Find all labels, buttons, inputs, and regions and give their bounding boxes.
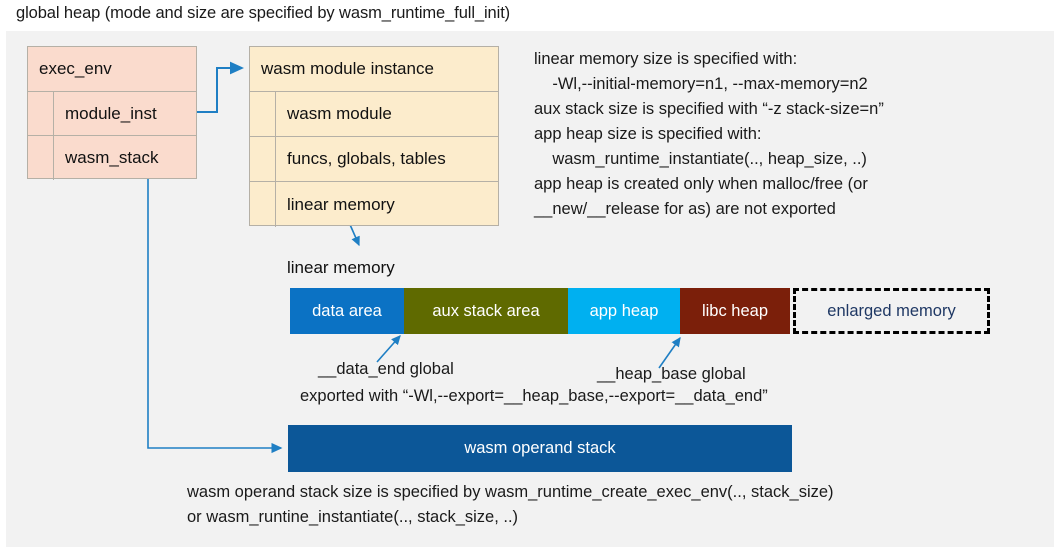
wasm-operand-stack-bar[interactable]: wasm operand stack [288,425,792,472]
mem-segment-label: app heap [589,301,659,320]
wasm-module-instance-header-row: wasm module instance [250,47,498,92]
funcs-globals-tables-label: funcs, globals, tables [287,149,446,168]
exec-env-header-row: exec_env [28,47,196,92]
wasm-operand-stack-label: wasm operand stack [464,439,616,457]
indent-spacer [28,136,54,180]
operand-stack-notes: wasm operand stack size is specified by … [187,483,834,526]
heap-base-global-label: __heap_base global [597,365,746,383]
wasm-module-instance-label: wasm module instance [261,59,434,78]
exec-env-box[interactable]: exec_env module_inst wasm_stack [27,46,197,180]
exec-env-row-wasm-stack[interactable]: wasm_stack [28,136,196,180]
indent-spacer [250,92,276,136]
mem-segment-label: aux stack area [432,301,540,320]
mem-segment-label: enlarged memory [827,301,956,320]
wasm-mi-row-funcs-globals-tables[interactable]: funcs, globals, tables [250,137,498,182]
mem-segment-label: data area [312,301,382,320]
indent-spacer [250,182,276,227]
arrow-module-inst-to-instance [185,61,244,113]
mem-segment-app-heap[interactable]: app heap [568,288,680,334]
module-inst-label: module_inst [65,103,157,123]
mem-segment-aux-stack-area[interactable]: aux stack area [404,288,568,334]
mem-segment-label: libc heap [701,301,769,320]
exec-env-label: exec_env [39,59,112,78]
linear-memory-bar: data area aux stack area app heap libc h… [290,288,990,334]
wasm-module-instance-box[interactable]: wasm module instance wasm module funcs, … [249,46,499,227]
wasm-mi-row-wasm-module[interactable]: wasm module [250,92,498,137]
wasm-module-label: wasm module [287,104,392,123]
indent-spacer [250,137,276,181]
mem-segment-libc-heap[interactable]: libc heap [680,288,790,334]
data-end-global-label: __data_end global [318,360,454,378]
linear-memory-label: linear memory [287,194,395,214]
arrow-data-end-global [376,335,401,363]
wasm-mi-row-linear-memory[interactable]: linear memory [250,182,498,227]
linear-memory-caption: linear memory [287,258,395,277]
arrow-wasm-stack-to-operand-stack [147,178,283,454]
memory-configuration-notes: linear memory size is specified with: -W… [534,50,884,218]
indent-spacer [28,92,54,135]
exported-globals-note: exported with “-Wl,--export=__heap_base,… [300,387,768,405]
mem-segment-enlarged-memory[interactable]: enlarged memory [793,288,990,334]
wasm-stack-label: wasm_stack [65,148,159,167]
page-title: global heap (mode and size are specified… [16,4,511,22]
mem-segment-data-area[interactable]: data area [290,288,404,334]
arrow-heap-base-global [658,336,681,369]
exec-env-row-module-inst[interactable]: module_inst [28,92,196,136]
